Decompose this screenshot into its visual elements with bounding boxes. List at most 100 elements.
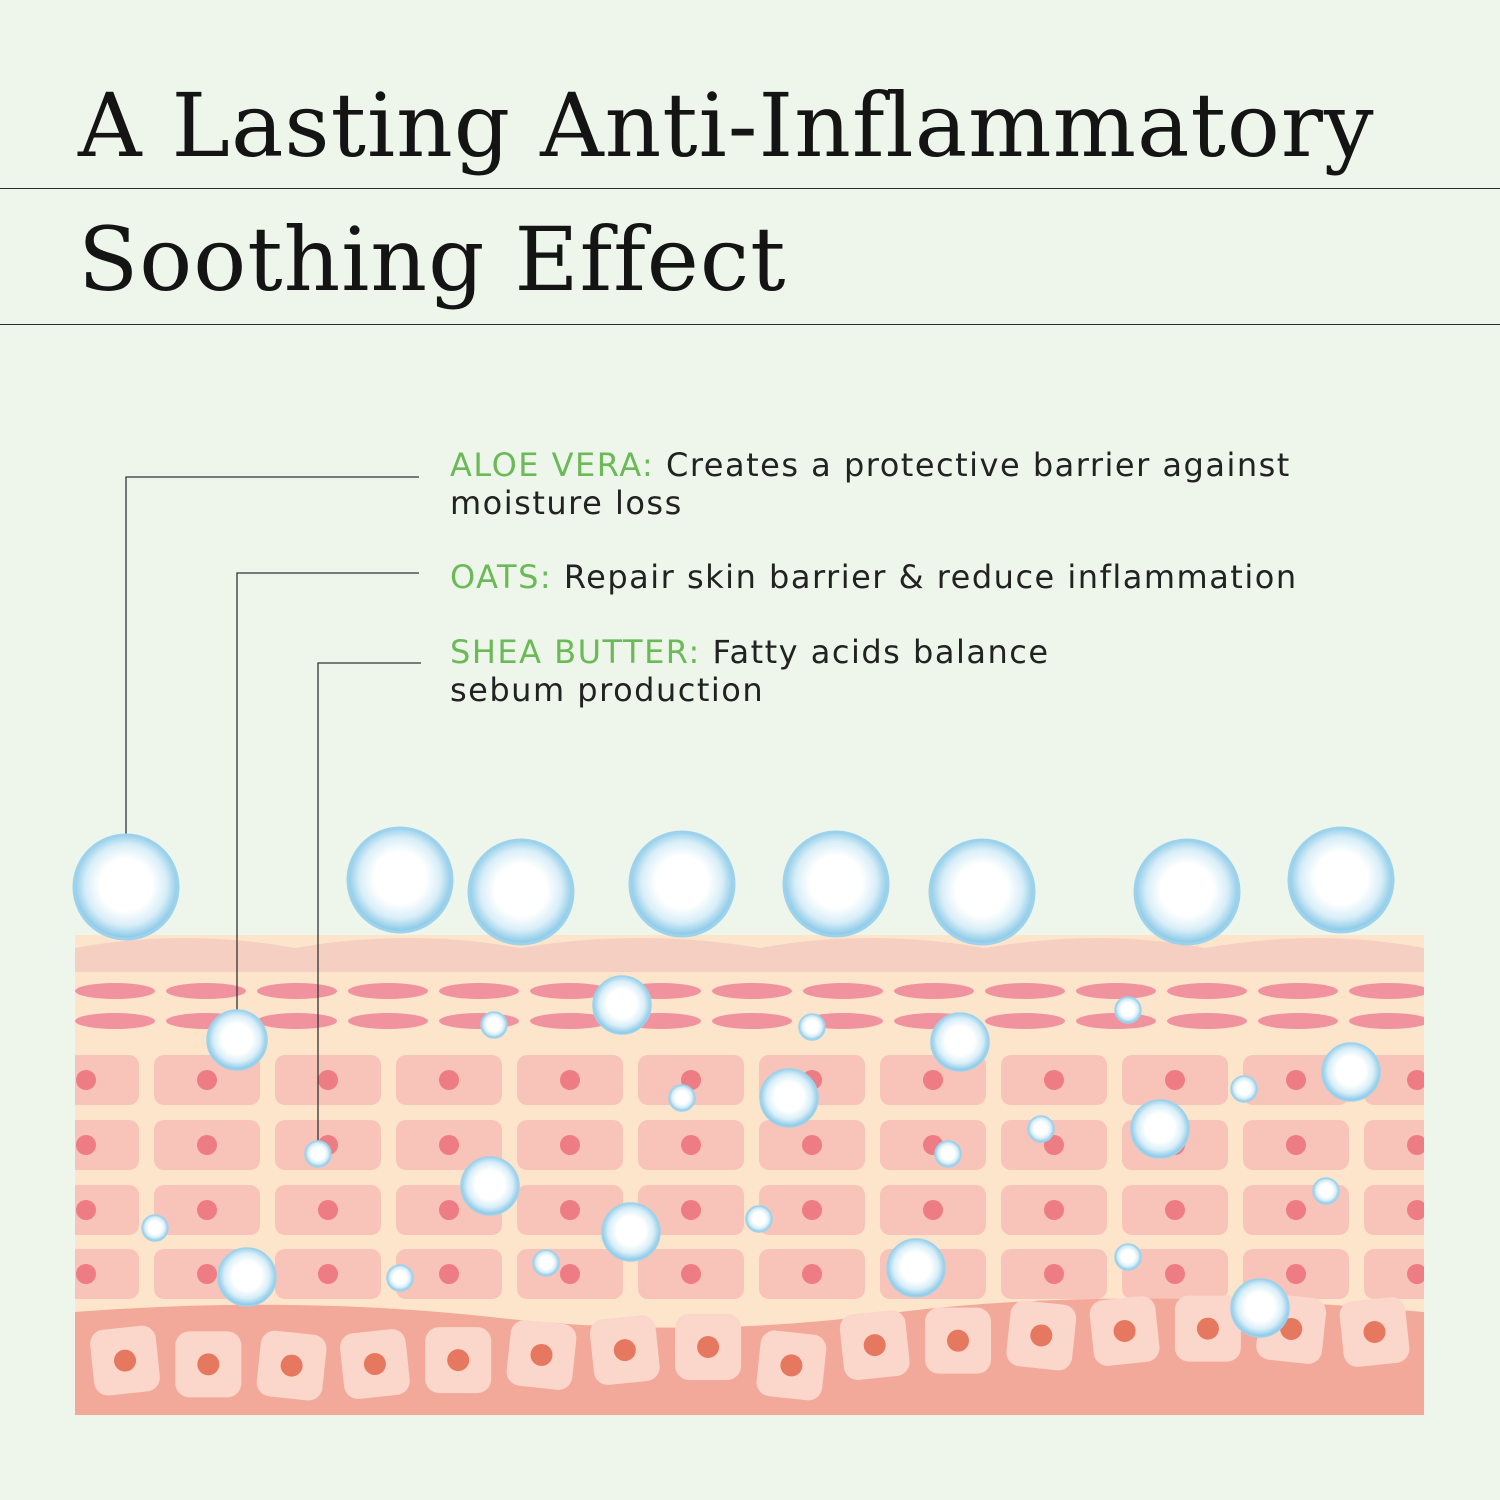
- moisture-bubble: [592, 975, 652, 1035]
- cell-nucleus: [76, 1200, 96, 1220]
- basal-cell-nucleus: [363, 1353, 386, 1376]
- moisture-bubble: [346, 826, 454, 934]
- cell-nucleus: [197, 1135, 217, 1155]
- cell-nucleus: [1286, 1070, 1306, 1090]
- basal-cells: [90, 1294, 1410, 1401]
- cell-nucleus: [1165, 1200, 1185, 1220]
- cell-nucleus: [197, 1200, 217, 1220]
- cell-nucleus: [1165, 1070, 1185, 1090]
- cell-nucleus: [439, 1135, 459, 1155]
- moisture-bubble: [206, 1009, 268, 1071]
- cell-nucleus: [1286, 1264, 1306, 1284]
- callout-oats: OATS: Repair skin barrier & reduce infla…: [450, 558, 1450, 596]
- cell-nucleus: [439, 1200, 459, 1220]
- moisture-bubble: [1027, 1115, 1055, 1143]
- lipid-ellipse: [712, 983, 792, 999]
- moisture-bubble: [759, 1068, 819, 1128]
- cell-nucleus: [681, 1200, 701, 1220]
- cell-nucleus: [802, 1200, 822, 1220]
- callout-shea-butter-text: Fatty acids balance sebum production: [450, 633, 1050, 709]
- lipid-ellipse: [1167, 983, 1247, 999]
- basal-cell-nucleus: [613, 1339, 636, 1362]
- skin-cell: [1364, 1120, 1424, 1170]
- cell-nucleus: [681, 1135, 701, 1155]
- moisture-bubble: [1312, 1177, 1340, 1205]
- moisture-bubble: [467, 838, 575, 946]
- cell-nucleus: [318, 1200, 338, 1220]
- moisture-bubble: [480, 1011, 508, 1039]
- callout-aloe-vera-name: ALOE VERA:: [450, 446, 655, 484]
- lipid-ellipse: [1258, 1013, 1338, 1029]
- lipid-ellipse: [1076, 983, 1156, 999]
- lipid-ellipse: [530, 983, 610, 999]
- cell-nucleus: [197, 1070, 217, 1090]
- skin-cross-section: [75, 935, 1424, 1415]
- lipid-ellipse: [348, 983, 428, 999]
- cell-nucleus: [681, 1264, 701, 1284]
- moisture-bubble: [1114, 996, 1142, 1024]
- callout-shea-butter: SHEA BUTTER: Fatty acids balance sebum p…: [450, 633, 1150, 709]
- callout-aloe-vera-text: Creates a protective barrier against moi…: [450, 446, 1291, 522]
- cell-nucleus: [1165, 1264, 1185, 1284]
- lipid-ellipse: [166, 983, 246, 999]
- moisture-bubble: [141, 1214, 169, 1242]
- cell-nucleus: [1044, 1070, 1064, 1090]
- cell-nucleus: [923, 1200, 943, 1220]
- moisture-bubble: [928, 838, 1036, 946]
- moisture-bubble: [798, 1013, 826, 1041]
- lipid-ellipse: [985, 1013, 1065, 1029]
- basal-cell-nucleus: [447, 1349, 470, 1372]
- cell-nucleus: [197, 1264, 217, 1284]
- basal-cell-nucleus: [947, 1329, 969, 1352]
- cell-nucleus: [1407, 1264, 1424, 1284]
- basal-cell-nucleus: [197, 1353, 220, 1376]
- lipid-ellipse: [75, 1013, 155, 1029]
- basal-cell-nucleus: [530, 1343, 553, 1366]
- basal-cell-nucleus: [1030, 1324, 1053, 1347]
- skin-cell: [75, 1055, 139, 1105]
- moisture-bubble: [460, 1156, 520, 1216]
- cell-nucleus: [1286, 1135, 1306, 1155]
- moisture-bubble: [668, 1084, 696, 1112]
- moisture-bubble: [782, 830, 890, 938]
- lipid-ellipse: [75, 983, 155, 999]
- basal-cell-nucleus: [1280, 1317, 1303, 1340]
- cell-nucleus: [76, 1264, 96, 1284]
- page-title-line-2: Soothing Effect: [78, 208, 787, 311]
- moisture-bubble: [886, 1238, 946, 1298]
- moisture-bubble: [1321, 1042, 1381, 1102]
- lipid-ellipse: [803, 983, 883, 999]
- lipid-ellipse: [712, 1013, 792, 1029]
- moisture-bubble: [304, 1140, 332, 1168]
- moisture-bubble: [1114, 1243, 1142, 1271]
- basal-cell-nucleus: [697, 1336, 720, 1359]
- cell-nucleus: [1044, 1200, 1064, 1220]
- cell-nucleus: [802, 1264, 822, 1284]
- callout-oats-name: OATS:: [450, 558, 553, 596]
- skin-cell: [75, 1249, 139, 1299]
- connector-aloe-vera: [125, 476, 419, 886]
- cell-nucleus: [560, 1200, 580, 1220]
- moisture-bubble: [1287, 826, 1395, 934]
- lipid-ellipse: [985, 983, 1065, 999]
- lipid-layer: [75, 983, 1424, 1029]
- lipid-ellipse: [257, 983, 337, 999]
- lipid-ellipse: [439, 983, 519, 999]
- moisture-bubble: [745, 1205, 773, 1233]
- lipid-ellipse: [348, 1013, 428, 1029]
- skin-surface-layer: [75, 938, 1424, 972]
- callout-aloe-vera: ALOE VERA: Creates a protective barrier …: [450, 446, 1370, 522]
- cell-nucleus: [76, 1135, 96, 1155]
- cell-nucleus: [1286, 1200, 1306, 1220]
- page-title-line-1: A Lasting Anti-Inflammatory: [78, 74, 1375, 177]
- moisture-bubble: [217, 1247, 277, 1307]
- basal-cell-nucleus: [280, 1354, 303, 1377]
- lipid-ellipse: [894, 983, 974, 999]
- cell-nucleus: [318, 1264, 338, 1284]
- cell-nucleus: [1407, 1070, 1424, 1090]
- basal-cell-nucleus: [1113, 1320, 1136, 1343]
- cell-nucleus: [560, 1264, 580, 1284]
- moisture-bubble: [934, 1140, 962, 1168]
- connector-shea-butter: [317, 662, 421, 1153]
